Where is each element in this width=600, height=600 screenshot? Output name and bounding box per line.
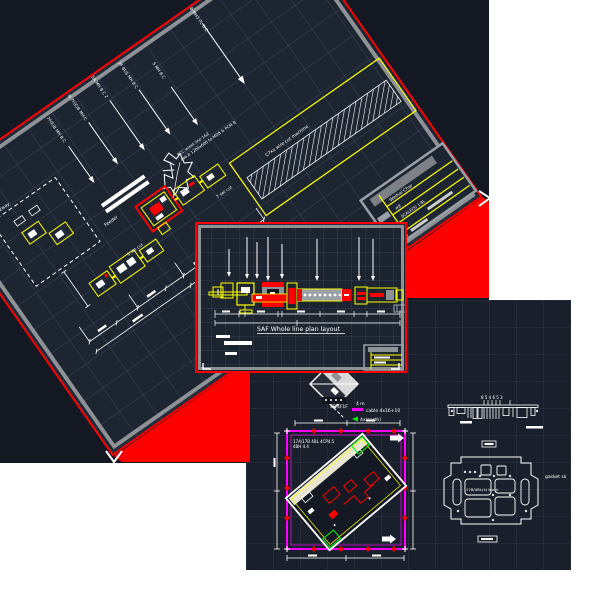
saf-title: SAF Whole line plan layout [257, 326, 340, 333]
gasket-plate-view: 17B/4BL(4) block [443, 456, 539, 525]
flow-arrow-bottom [382, 534, 396, 544]
legend-item-yellow: 4 m [356, 401, 365, 407]
arrow-label-2: N.7F(E)B MH.C [67, 93, 89, 121]
machine-cluster-highlighted: 1 set cut [126, 184, 184, 257]
arrow-label-3: SA MH B.C 2 [90, 75, 109, 100]
dotted-bar [322, 397, 346, 404]
corner-ticks [284, 428, 408, 552]
plate-side-label: gasket sk [545, 474, 567, 480]
notes-block [216, 335, 252, 355]
saf-dimensions [214, 310, 401, 326]
feeder-label: Feeder [103, 215, 119, 229]
viewport-saf-line[interactable]: SAF Whole line plan layout [195, 222, 407, 373]
panel2-corner-right [391, 363, 400, 370]
magenta-plan-frame[interactable]: 17A/17B 4BL 4CP4.5 4BH 4.4 [284, 428, 408, 552]
set-cut-label-2: 7 set cut [215, 184, 233, 199]
pcc-note: PCC w/ext line 1&2 cab.b 1200x600 to MDB… [172, 119, 237, 198]
plan-label-line1: 17A/17B 4BL 4CP4.5 [293, 439, 335, 444]
legend-heading: 4F/4F1F [330, 404, 348, 410]
feeder-rails: Feeder [100, 174, 150, 229]
detail-tag-top [481, 440, 497, 448]
saf-title-block [363, 344, 404, 371]
saf-machine-line [208, 282, 405, 314]
panel2-corner-left [202, 363, 211, 370]
arrow-label-5: S MH B.C [151, 61, 166, 80]
legend-item-magenta: cable 4x16+10 [366, 408, 400, 414]
rotated-room-plan [284, 432, 408, 552]
flow-arrow-top [390, 433, 404, 443]
dimension-lines [273, 419, 416, 561]
plate-holes [456, 470, 528, 522]
feed-arrows [227, 237, 375, 281]
legend: 4F/4F1F 4 m cable 4x16+10 4x(earth) [330, 401, 400, 423]
panel2-content: SAF Whole line plan layout [202, 237, 405, 371]
plate-center-label: 17B/4BL(4) block [466, 487, 499, 492]
pcc-note-line2: cab.b 1200x600 to MDB & PCM B [179, 119, 237, 161]
pcb-enclosure: PCB 2way [0, 176, 101, 287]
plan-label-line2: 4BH 4.4 [293, 444, 309, 449]
detail-tag-bottom [477, 535, 498, 543]
section-view: 8 5 4 6 5 3 [447, 395, 543, 429]
annotation-arrows [68, 23, 245, 184]
machine-chain-right: 7 set cut [172, 163, 233, 206]
machine-chain-left [88, 238, 165, 298]
arrow-label-4: 7F BUS MH B.C [117, 61, 139, 90]
section-numbers: 8 5 4 6 5 3 [481, 395, 503, 400]
arrow-label-1: 7F(E)B MH B.C [46, 116, 68, 144]
machine-symbol-scribble [161, 152, 195, 197]
